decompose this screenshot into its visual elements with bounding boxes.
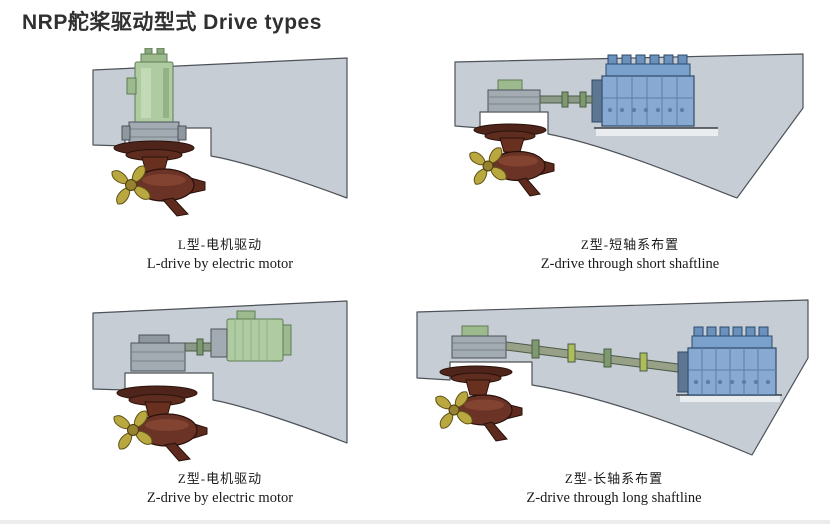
diesel-engine-icon (591, 54, 695, 127)
caption-cn: Z型-短轴系布置 (580, 237, 680, 252)
steering-gear-icon (451, 325, 507, 359)
steering-gear-icon (130, 334, 186, 372)
propeller-icon (435, 391, 473, 429)
page-bottom-edge (0, 520, 830, 524)
engine-floor (596, 128, 718, 136)
caption-en: Z-drive through long shaftline (526, 490, 702, 506)
electric-motor-icon (184, 310, 292, 362)
propeller-icon (113, 410, 153, 450)
steering-gear-icon (487, 79, 541, 113)
thruster-pod-icon (473, 123, 555, 197)
caption-z-drive-long: Z型-长轴系布置 Z-drive through long shaftline (412, 468, 816, 507)
thruster-pod-icon (439, 365, 523, 442)
diesel-engine-icon (677, 326, 777, 396)
caption-cn: L型-电机驱动 (177, 237, 263, 252)
electric-motor-icon (126, 48, 174, 125)
propeller-icon (469, 147, 507, 185)
thruster-pod-icon (116, 385, 208, 462)
z-drive-long-diagram (416, 299, 809, 456)
caption-z-drive-short: Z型-短轴系布置 Z-drive through short shaftline (450, 234, 810, 273)
caption-en: L-drive by electric motor (146, 256, 294, 272)
propeller-icon (111, 165, 151, 205)
z-drive-electric-diagram (92, 300, 348, 462)
caption-z-drive-electric: Z型-电机驱动 Z-drive by electric motor (85, 468, 355, 507)
caption-cn: Z型-长轴系布置 (564, 471, 664, 486)
caption-en: Z-drive through short shaftline (540, 256, 720, 272)
caption-en: Z-drive by electric motor (146, 490, 294, 506)
caption-l-drive-electric: L型-电机驱动 L-drive by electric motor (85, 234, 355, 273)
engine-floor (680, 395, 780, 402)
thruster-pod-icon (113, 140, 206, 217)
hull-shape (92, 300, 348, 444)
page-title: NRP舵桨驱动型式 Drive types (22, 11, 322, 34)
caption-cn: Z型-电机驱动 (177, 471, 263, 486)
z-drive-short-diagram (454, 53, 804, 199)
l-drive-diagram (92, 48, 348, 217)
